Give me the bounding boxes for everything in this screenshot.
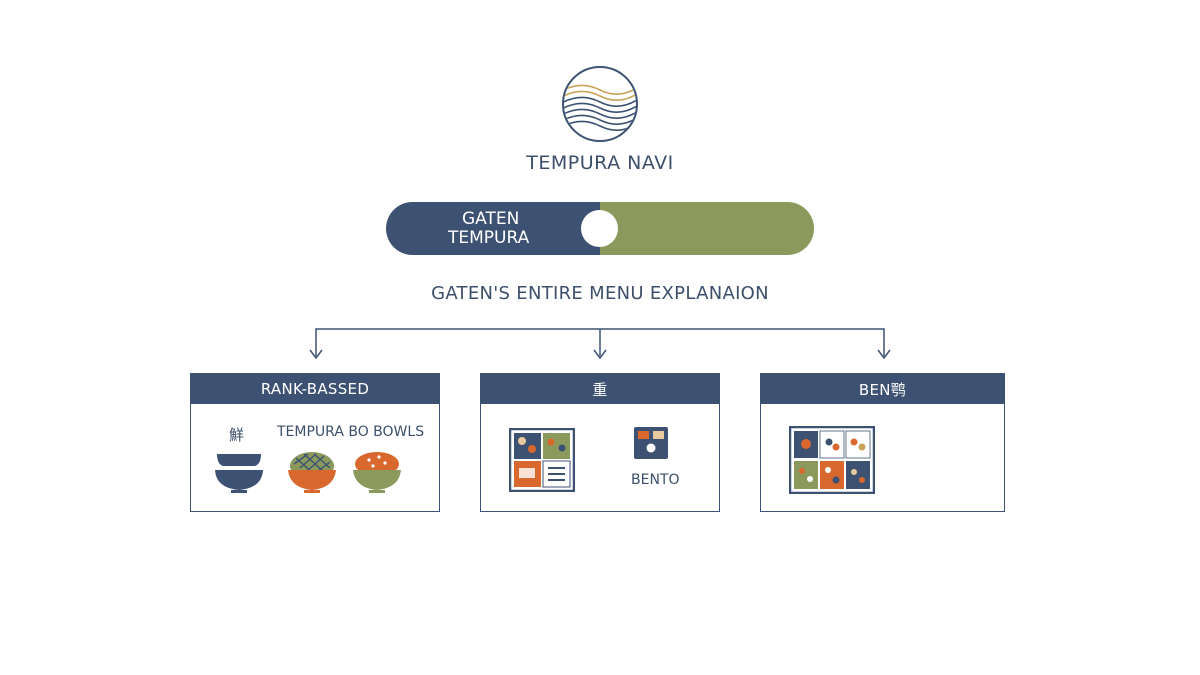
card-glyph: 鮮 [229,426,245,444]
card-header: BEN鹗 [761,374,1004,404]
card-bento-set[interactable]: BEN鹗 [760,373,1005,512]
tempura-bowls-label: TEMPURA BO BOWLS [277,424,425,440]
toggle-option-right[interactable] [600,202,814,255]
menu-explanation-heading: GATEN'S ENTIRE MENU EXPLANAION [431,283,769,304]
arrow-down-icon [877,349,891,360]
card-header: RANK-BASSED [191,374,439,404]
menu-toggle-switch[interactable]: GATEN TEMPURA [386,202,814,255]
bento-box-icon [509,428,575,492]
lunchbox-icon [634,427,668,459]
arrow-down-icon [593,349,607,360]
rice-bowl-icon [353,452,401,493]
branch-line [315,328,885,356]
toggle-label-line2: TEMPURA [448,227,530,248]
arrow-down-icon [309,349,323,360]
wave-logo-icon [562,66,638,142]
toggle-knob[interactable] [581,210,618,247]
bento-label: BENTO [631,472,680,488]
card-bento[interactable]: 重 BENTO [480,373,720,512]
tempura-bowl-icon [288,452,336,493]
navy-bowl-icon [215,454,263,493]
app-title: TEMPURA NAVI [526,152,674,174]
toggle-label-line1: GATEN [462,208,520,229]
toggle-option-gaten-tempura[interactable]: GATEN TEMPURA [386,202,600,255]
card-header: 重 [481,374,719,404]
card-rank-based[interactable]: RANK-BASSED 鮮 TEMPURA BO BOWLS [190,373,440,512]
bento-grid-icon [789,426,875,494]
